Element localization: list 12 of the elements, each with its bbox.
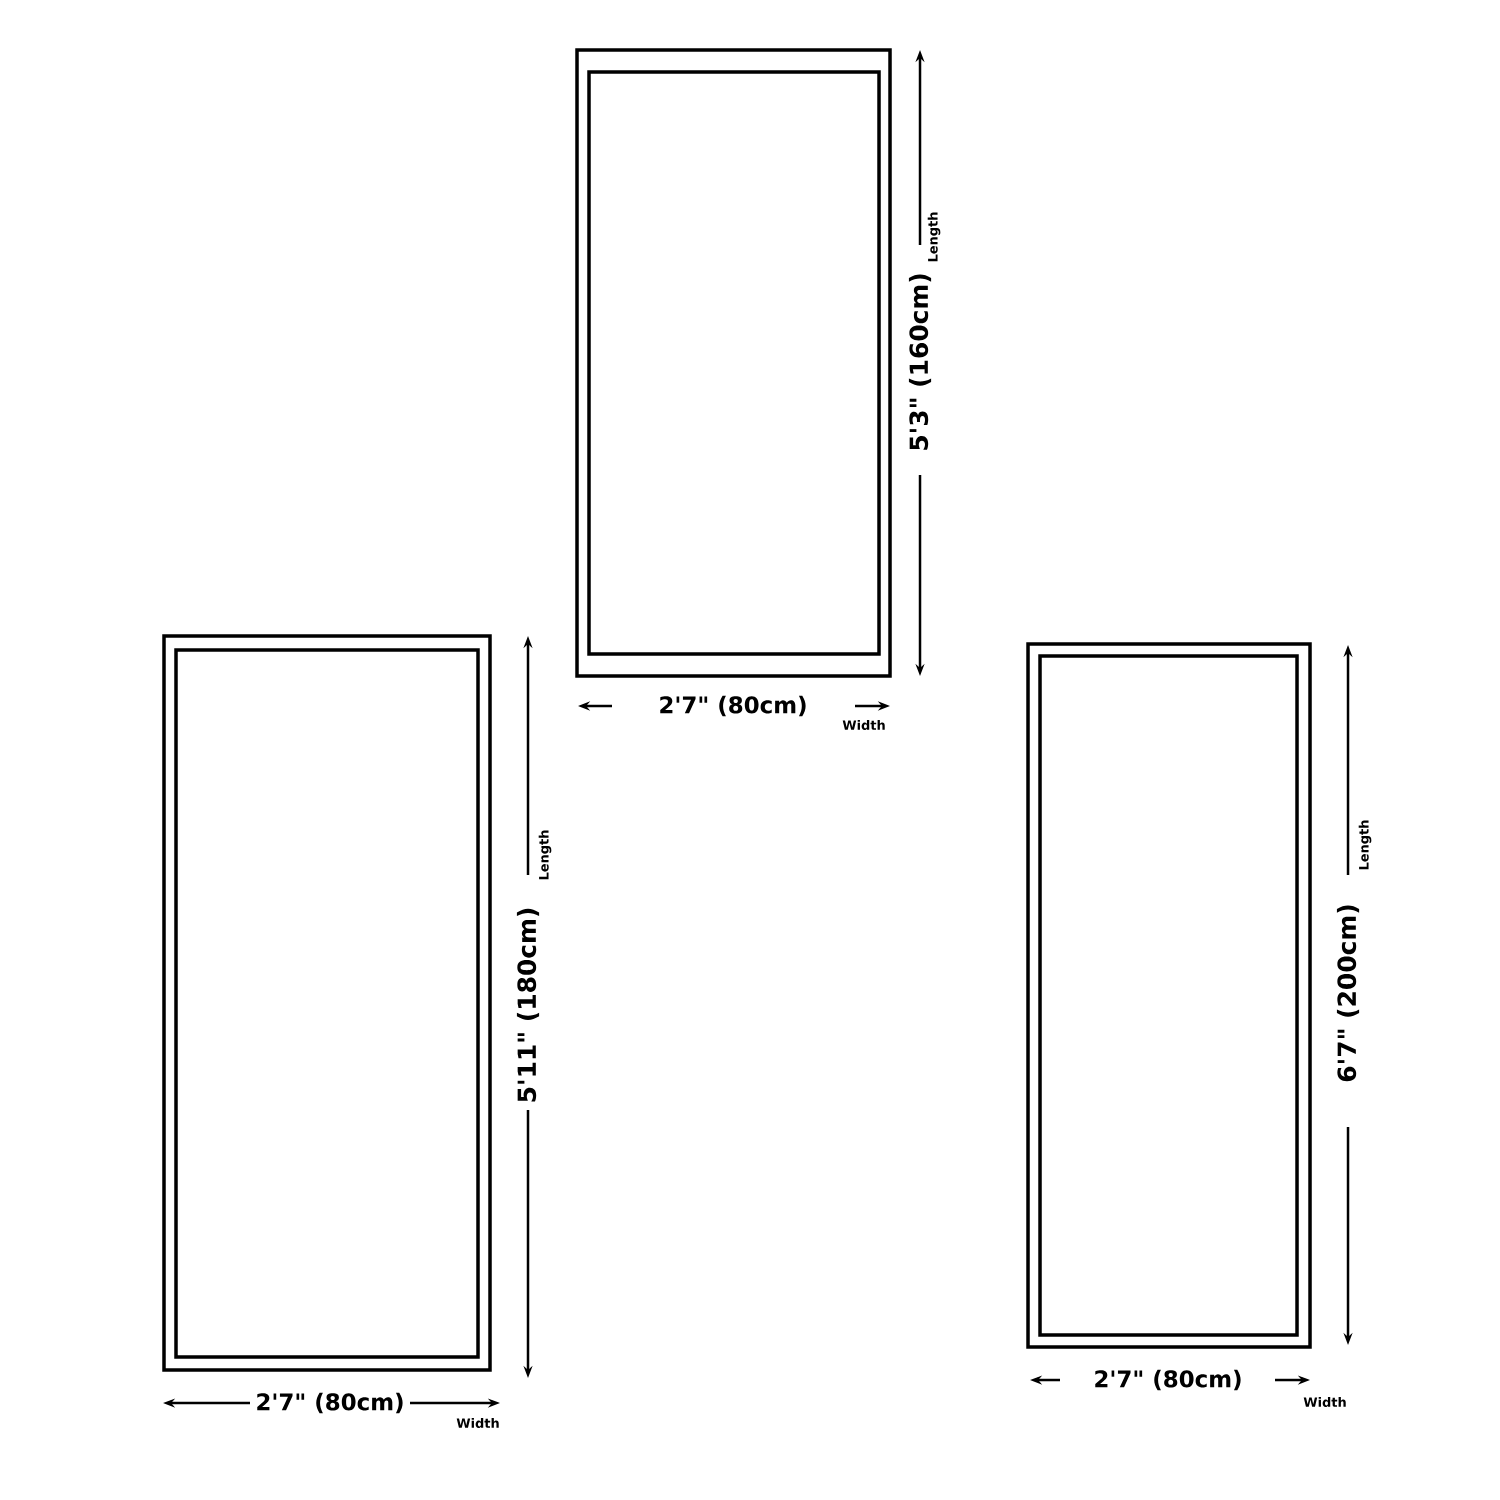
dimension-label: Length (1358, 820, 1372, 870)
dimension-label: 2'7" (80cm) (1095, 1369, 1241, 1391)
dimension-label: 2'7" (80cm) (660, 695, 806, 717)
dimension-label: Width (1303, 1397, 1346, 1408)
dimension-label: Length (927, 212, 941, 262)
dimension-label: Length (538, 830, 552, 880)
dimension-label: Width (456, 1418, 499, 1429)
dimension-label: 5'11" (180cm) (516, 908, 540, 1102)
dimension-label: Width (842, 720, 885, 730)
dimension-label: 5'3" (160cm) (908, 274, 932, 450)
dimension-label: 6'7" (200cm) (1336, 905, 1360, 1082)
dimension-label: 2'7" (80cm) (257, 1392, 403, 1414)
